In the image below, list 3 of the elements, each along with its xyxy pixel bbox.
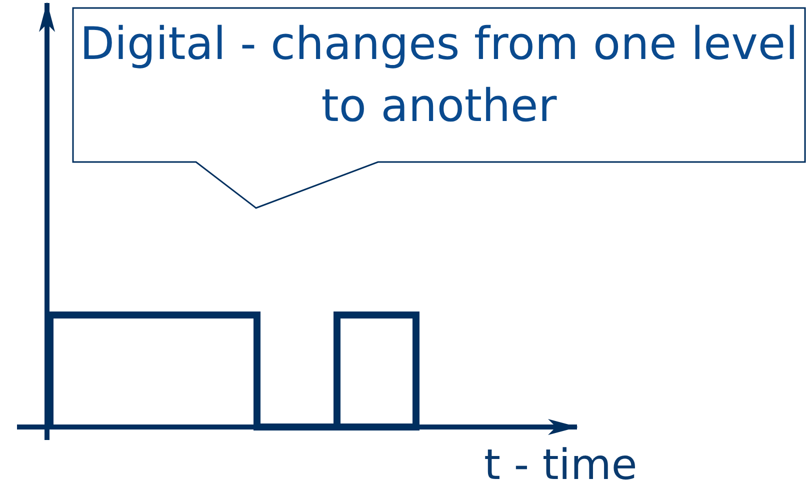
callout-bubble <box>72 7 806 210</box>
callout-text: Digital - changes from one level to another <box>78 16 800 134</box>
axis-label: t - time <box>484 440 638 490</box>
